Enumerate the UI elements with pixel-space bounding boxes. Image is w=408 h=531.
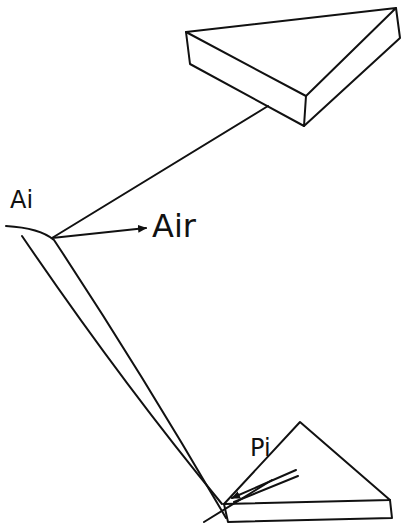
upper-slab — [186, 8, 400, 126]
arrow — [52, 228, 146, 238]
arrow — [234, 476, 298, 502]
medium-label: Air — [152, 210, 196, 242]
point-label: Pi — [250, 436, 271, 460]
arrow — [232, 470, 296, 498]
surface-curve — [22, 236, 222, 504]
lower-slab — [224, 422, 392, 522]
point-label: Ai — [10, 188, 33, 212]
surface-curve — [6, 226, 226, 518]
